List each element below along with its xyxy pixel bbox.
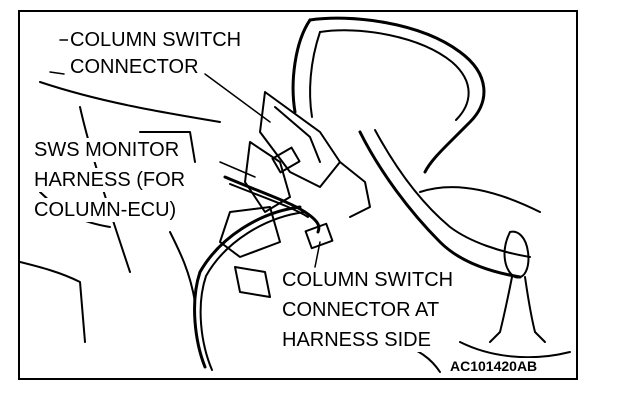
connector-lower <box>304 222 334 250</box>
steering-column-illustration <box>20 16 571 373</box>
label-column-switch-connector-2: CONNECTOR <box>68 55 201 79</box>
label-harness-side-2: CONNECTOR AT <box>280 298 442 322</box>
column-switch <box>259 91 341 188</box>
figure-code: AC101420AB <box>448 358 540 374</box>
label-sws-monitor-2: HARNESS (FOR <box>32 168 188 192</box>
connector-upper <box>271 146 301 174</box>
label-sws-monitor-1: SWS MONITOR <box>32 138 182 162</box>
leader-harness-side <box>314 241 321 268</box>
dashboard-outline <box>39 81 221 123</box>
label-sws-monitor-3: COLUMN-ECU) <box>32 198 179 222</box>
label-column-switch-connector-1: COLUMN SWITCH <box>68 28 244 52</box>
label-harness-side-3: HARNESS SIDE <box>280 328 433 352</box>
leader-column-switch-connector <box>204 73 271 123</box>
steering-wheel-rim <box>308 16 486 174</box>
shift-lever <box>503 230 530 279</box>
label-harness-side-1: COLUMN SWITCH <box>280 268 456 292</box>
monitor-harness-cable <box>223 175 321 234</box>
leader-sws-monitor <box>219 161 256 178</box>
